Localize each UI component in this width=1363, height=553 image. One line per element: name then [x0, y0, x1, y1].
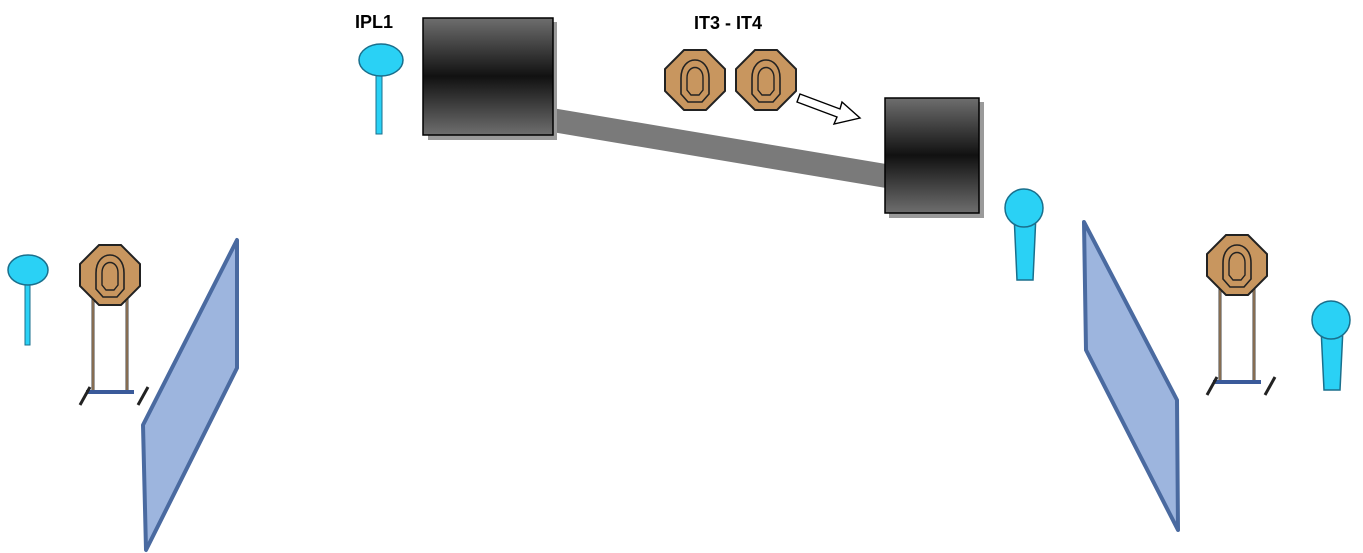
wall-left [141, 238, 239, 552]
popper-far-right [1311, 300, 1351, 391]
target-it4 [735, 49, 797, 111]
popper-ipl1 [358, 43, 404, 135]
target-it3 [664, 49, 726, 111]
popper-right-block [1004, 188, 1044, 281]
direction-arrow-icon [796, 93, 862, 125]
target-left [79, 244, 141, 306]
wall-right [1082, 220, 1180, 532]
label-it3-it4: IT3 - IT4 [694, 13, 762, 33]
popper-left [7, 254, 49, 346]
target-right [1206, 234, 1268, 296]
mover-track [552, 108, 886, 188]
mover-block-right [884, 97, 984, 218]
activator-block-left [422, 17, 557, 140]
label-ipl1: IPL1 [355, 12, 393, 32]
